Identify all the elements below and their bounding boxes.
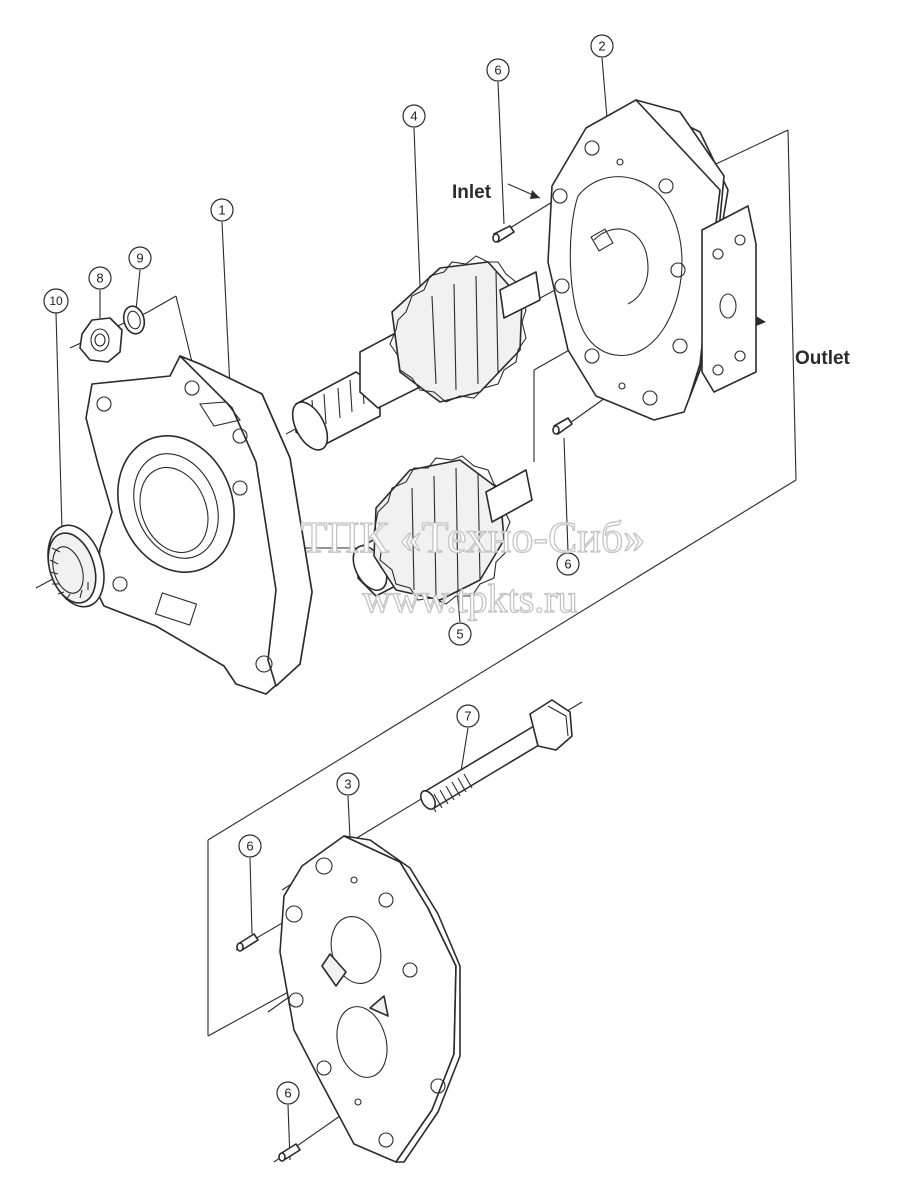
svg-text:5: 5 xyxy=(456,627,463,642)
gear-housing xyxy=(547,99,757,421)
dowel-pin-1 xyxy=(492,225,515,243)
svg-text:3: 3 xyxy=(344,777,351,792)
callout-6-middle: 6 xyxy=(556,552,580,576)
callout-10: 10 xyxy=(43,288,69,314)
svg-text:7: 7 xyxy=(464,709,471,724)
watermark-company: ТПК «Техно-Сиб» xyxy=(301,513,646,562)
svg-text:6: 6 xyxy=(246,839,253,854)
svg-text:6: 6 xyxy=(494,63,501,78)
mounting-flange xyxy=(85,355,313,695)
outlet-label: Outlet xyxy=(795,348,851,369)
callout-8: 8 xyxy=(88,266,112,290)
lock-washer xyxy=(122,305,146,335)
svg-text:8: 8 xyxy=(96,271,103,286)
inlet-label: Inlet xyxy=(452,182,492,203)
callout-4: 4 xyxy=(402,104,426,128)
callout-2: 2 xyxy=(590,34,614,58)
callouts: 1 2 3 4 5 6 6 6 xyxy=(43,34,614,1105)
callout-5: 5 xyxy=(448,622,472,646)
svg-text:4: 4 xyxy=(410,109,417,124)
callout-7: 7 xyxy=(456,704,480,728)
callout-1: 1 xyxy=(210,198,234,222)
callout-6-cover-lower: 6 xyxy=(276,1081,300,1105)
svg-text:6: 6 xyxy=(564,557,571,572)
dowel-pin-3 xyxy=(236,933,259,952)
dowel-pin-2 xyxy=(552,417,573,435)
svg-text:10: 10 xyxy=(49,294,63,308)
end-cover-plate xyxy=(279,835,461,1163)
watermark: ТПК «Техно-Сиб» www.tpkts.ru xyxy=(300,512,646,621)
svg-text:9: 9 xyxy=(136,251,143,266)
driven-gear xyxy=(352,455,533,605)
cap-bolt xyxy=(419,699,573,813)
dowel-pin-4 xyxy=(278,1143,301,1162)
callout-3: 3 xyxy=(336,772,360,796)
callout-6-top: 6 xyxy=(486,58,510,82)
watermark-url: www.tpkts.ru xyxy=(362,576,577,621)
svg-text:6: 6 xyxy=(284,1086,291,1101)
hex-nut xyxy=(79,317,123,363)
oil-seal xyxy=(47,524,105,608)
svg-text:1: 1 xyxy=(218,203,225,218)
drive-gear-shaft xyxy=(291,255,541,451)
callout-6-cover-upper: 6 xyxy=(238,834,262,858)
svg-text:2: 2 xyxy=(598,39,605,54)
dowel-pins xyxy=(236,225,573,1162)
callout-9: 9 xyxy=(128,246,152,270)
